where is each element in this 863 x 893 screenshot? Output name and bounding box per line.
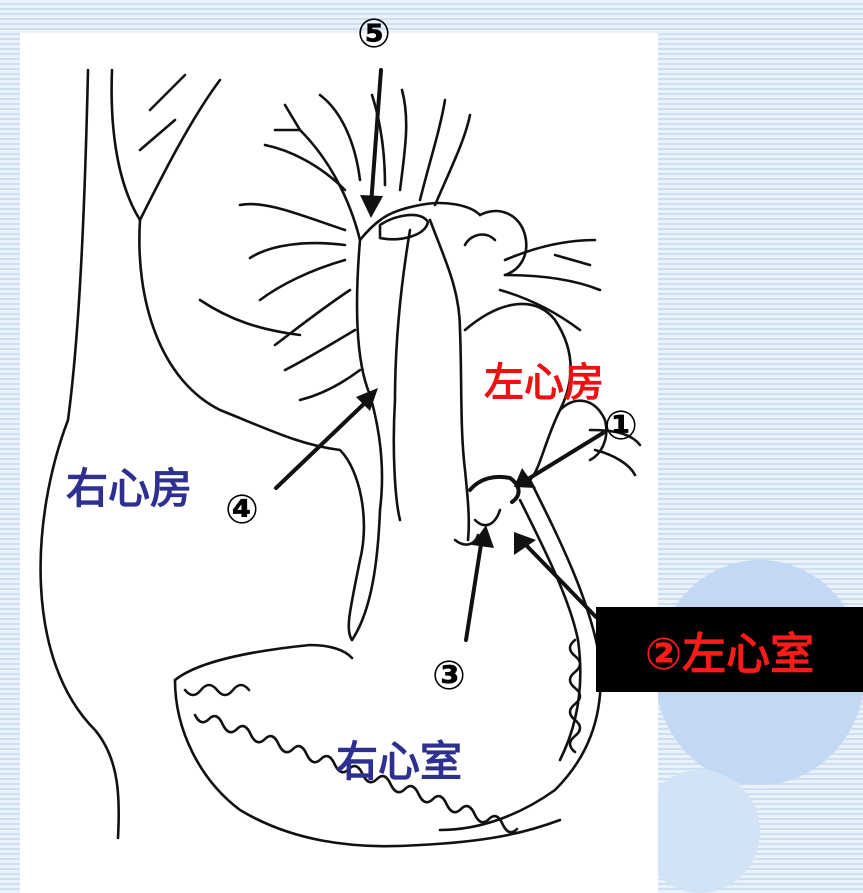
fan-right-4 bbox=[553, 253, 592, 267]
fan-left-2 bbox=[248, 241, 347, 260]
label-left-atrium: 左心房 bbox=[484, 360, 604, 406]
branch-6 bbox=[418, 98, 447, 202]
arrow-1 bbox=[514, 431, 605, 488]
rv-outer-bottom bbox=[173, 678, 562, 848]
fan-right-3 bbox=[498, 288, 582, 332]
marker-3: ③ bbox=[432, 653, 466, 699]
marker-4: ④ bbox=[225, 487, 259, 533]
lv-wall-outer bbox=[438, 478, 603, 832]
branch-7 bbox=[433, 113, 472, 207]
right-atrium-wall bbox=[138, 218, 366, 642]
fan-left-3 bbox=[258, 258, 347, 302]
branch-5 bbox=[398, 88, 408, 192]
branch-8 bbox=[283, 103, 302, 132]
arrow-3 bbox=[464, 525, 494, 642]
lv-small bbox=[473, 508, 502, 527]
fan-left-6 bbox=[298, 368, 362, 402]
fan-right-1 bbox=[503, 238, 597, 262]
fan-left-1 bbox=[238, 202, 347, 232]
branch-1 bbox=[298, 128, 362, 242]
marker-1: ① bbox=[604, 403, 638, 449]
arch-loop bbox=[378, 213, 430, 241]
branch-4 bbox=[370, 93, 387, 187]
vessel-left-top-2 bbox=[138, 118, 177, 152]
arch-right-2 bbox=[463, 233, 497, 247]
vessel-left-top bbox=[138, 78, 222, 222]
marker-5: ⑤ bbox=[357, 11, 391, 57]
trunk-left bbox=[355, 238, 384, 512]
rv-small bbox=[453, 533, 480, 546]
label-right-ventricle: 右心室 bbox=[336, 737, 463, 786]
lv-wall-inner bbox=[518, 498, 582, 762]
outer-contour-inner bbox=[110, 68, 142, 222]
rv-upper bbox=[173, 643, 354, 682]
rv-wavy bbox=[183, 683, 519, 834]
decor-circle-lower bbox=[640, 770, 760, 893]
rv-wavy-right bbox=[568, 638, 582, 754]
trunk-center-left bbox=[428, 218, 471, 542]
arrow-2 bbox=[514, 532, 598, 619]
outer-contour bbox=[39, 68, 121, 840]
callout-left-ventricle: ②左心室 bbox=[596, 607, 863, 692]
septum-line bbox=[350, 508, 382, 642]
label-right-atrium: 右心房 bbox=[66, 464, 193, 513]
vessel-left-top-3 bbox=[148, 73, 187, 112]
trunk-right bbox=[392, 228, 412, 522]
arrow-4 bbox=[274, 388, 378, 490]
fan-left-5 bbox=[283, 328, 357, 372]
fan-right-2 bbox=[503, 273, 602, 292]
left-atrium-lobe bbox=[558, 399, 608, 462]
left-atrium-veins bbox=[588, 428, 642, 477]
mitral-leaflet bbox=[468, 474, 521, 504]
right-atrium-wall-2 bbox=[198, 298, 302, 337]
branch-2 bbox=[263, 143, 347, 192]
left-atrium-wall bbox=[463, 302, 572, 482]
fan-left-4 bbox=[273, 288, 352, 347]
branch-3 bbox=[318, 93, 362, 182]
arrow-5 bbox=[360, 68, 383, 218]
arch-right bbox=[478, 209, 528, 277]
arch-top bbox=[358, 201, 482, 242]
